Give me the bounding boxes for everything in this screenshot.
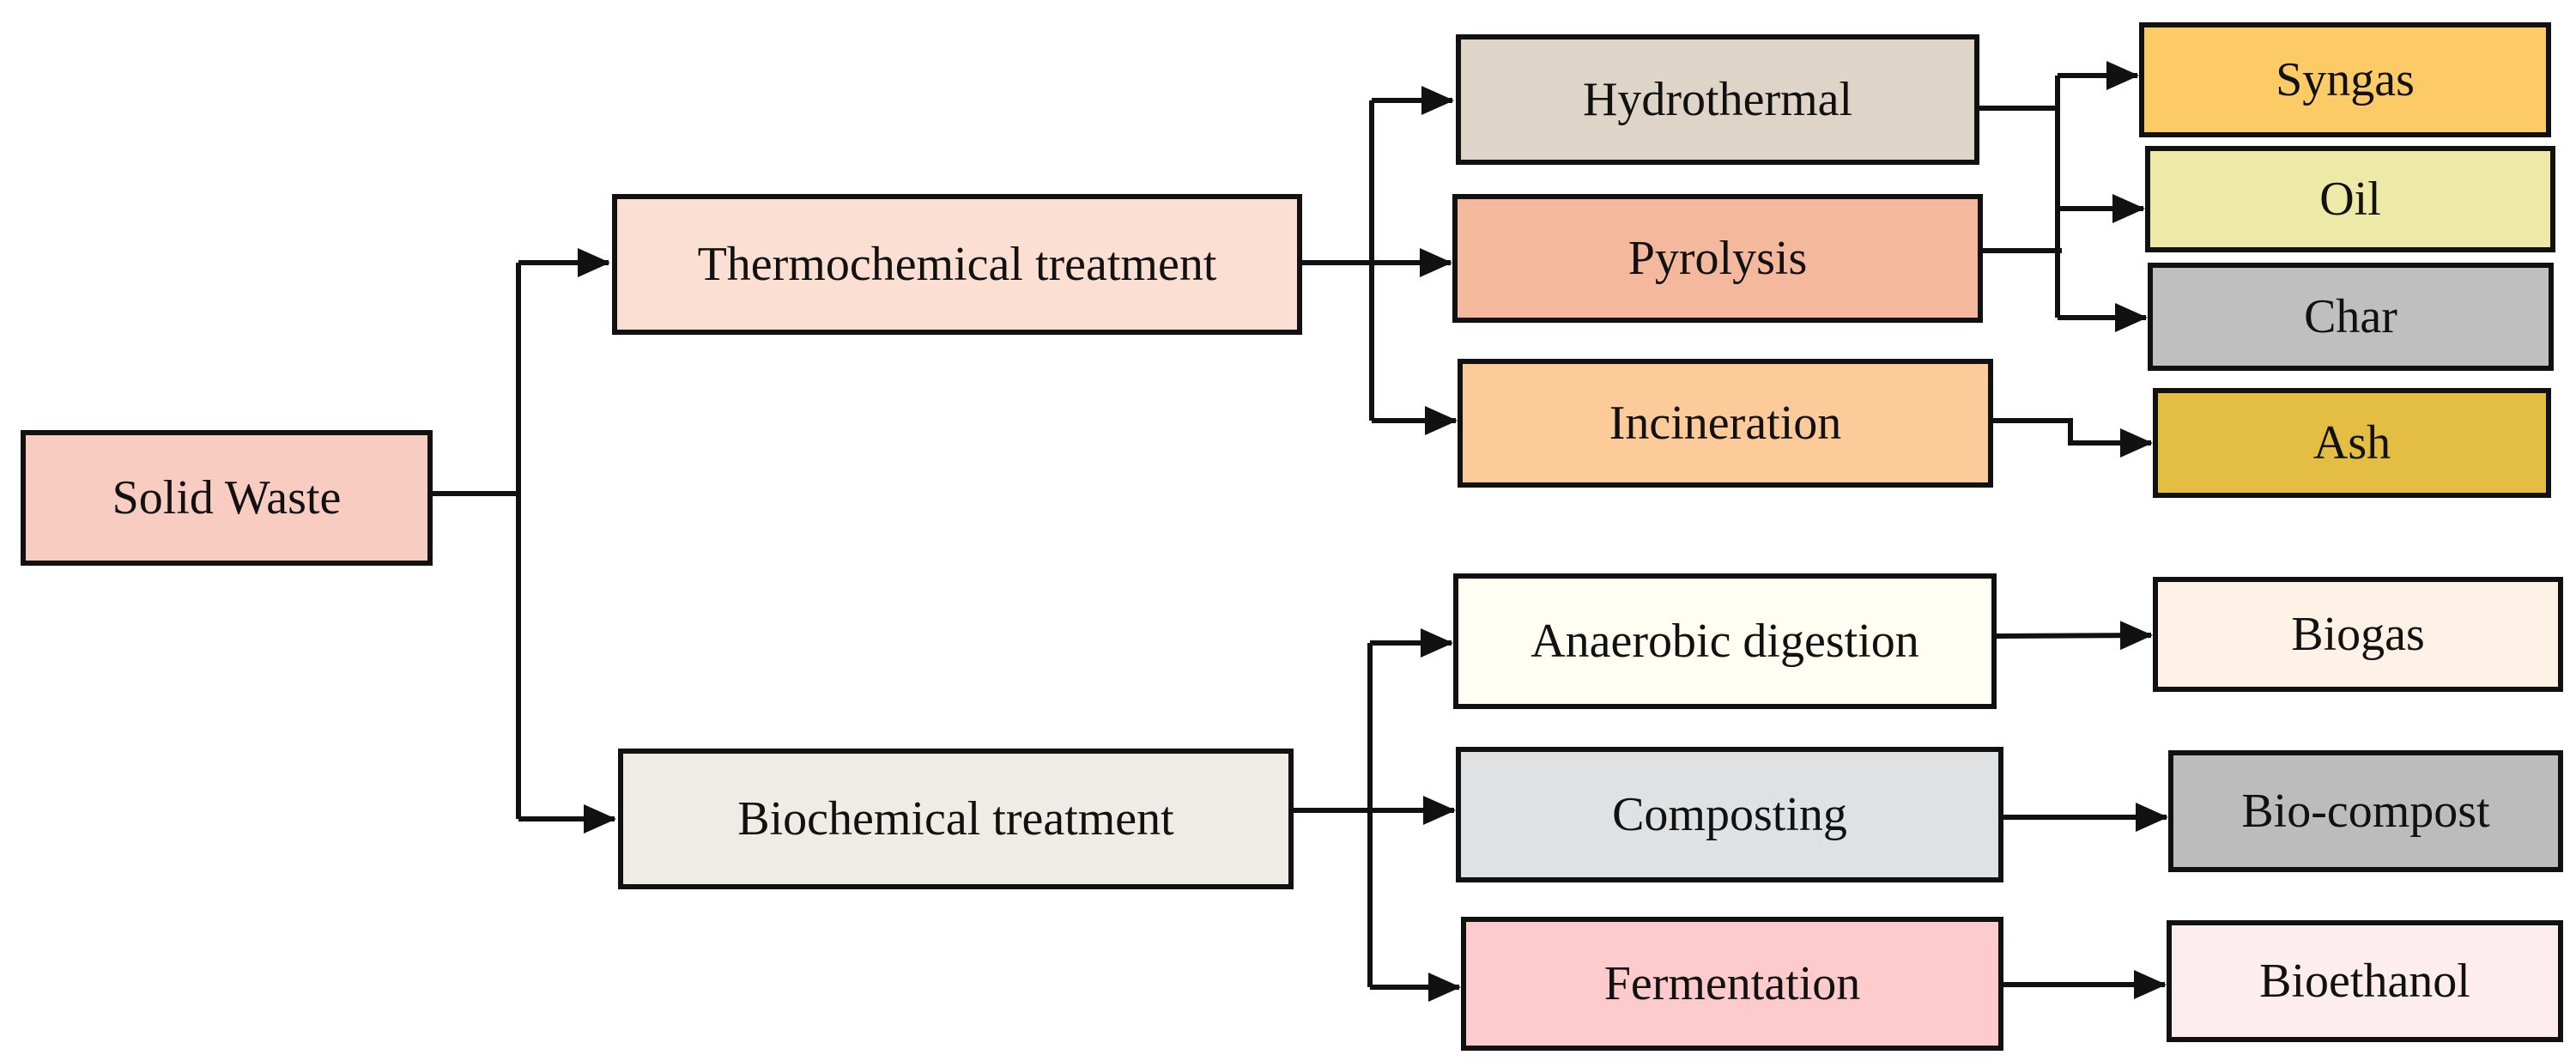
arrow-to-biogas: [1994, 621, 2153, 651]
node-biogas-label: Biogas: [2291, 608, 2425, 661]
node-fermentation-label: Fermentation: [1603, 957, 1861, 1010]
node-ash: Ash: [2153, 388, 2551, 498]
node-oil: Oil: [2145, 146, 2555, 252]
node-incineration-label: Incineration: [1609, 397, 1842, 450]
node-anaerobic-digestion-label: Anaerobic digestion: [1530, 615, 1919, 668]
node-bio-compost-label: Bio-compost: [2241, 785, 2490, 838]
node-bio-compost: Bio-compost: [2168, 750, 2563, 872]
node-bioethanol-label: Bioethanol: [2259, 955, 2470, 1008]
node-bioethanol: Bioethanol: [2167, 920, 2563, 1042]
node-thermochemical-treatment: Thermochemical treatment: [612, 194, 1302, 335]
node-char-label: Char: [2304, 290, 2397, 343]
node-biochemical-treatment-label: Biochemical treatment: [737, 792, 1174, 846]
node-char: Char: [2148, 263, 2554, 371]
node-composting-label: Composting: [1612, 788, 1847, 841]
node-pyrolysis: Pyrolysis: [1452, 194, 1983, 323]
arrow-to-ash: [1991, 418, 2153, 458]
node-pyrolysis-label: Pyrolysis: [1627, 232, 1808, 285]
node-solid-waste-label: Solid Waste: [112, 471, 342, 524]
node-hydrothermal-label: Hydrothermal: [1582, 73, 1853, 126]
node-syngas-label: Syngas: [2276, 53, 2415, 106]
node-oil-label: Oil: [2319, 173, 2381, 226]
node-ash-label: Ash: [2312, 416, 2391, 470]
node-anaerobic-digestion: Anaerobic digestion: [1453, 573, 1997, 709]
node-incineration: Incineration: [1458, 359, 1993, 488]
node-biogas: Biogas: [2153, 577, 2563, 692]
node-syngas: Syngas: [2139, 22, 2551, 137]
node-hydrothermal: Hydrothermal: [1456, 34, 1979, 165]
node-solid-waste: Solid Waste: [21, 430, 433, 566]
node-composting: Composting: [1456, 747, 2003, 882]
node-biochemical-treatment: Biochemical treatment: [618, 749, 1294, 889]
node-fermentation: Fermentation: [1461, 917, 2003, 1051]
node-thermochemical-treatment-label: Thermochemical treatment: [697, 238, 1217, 291]
